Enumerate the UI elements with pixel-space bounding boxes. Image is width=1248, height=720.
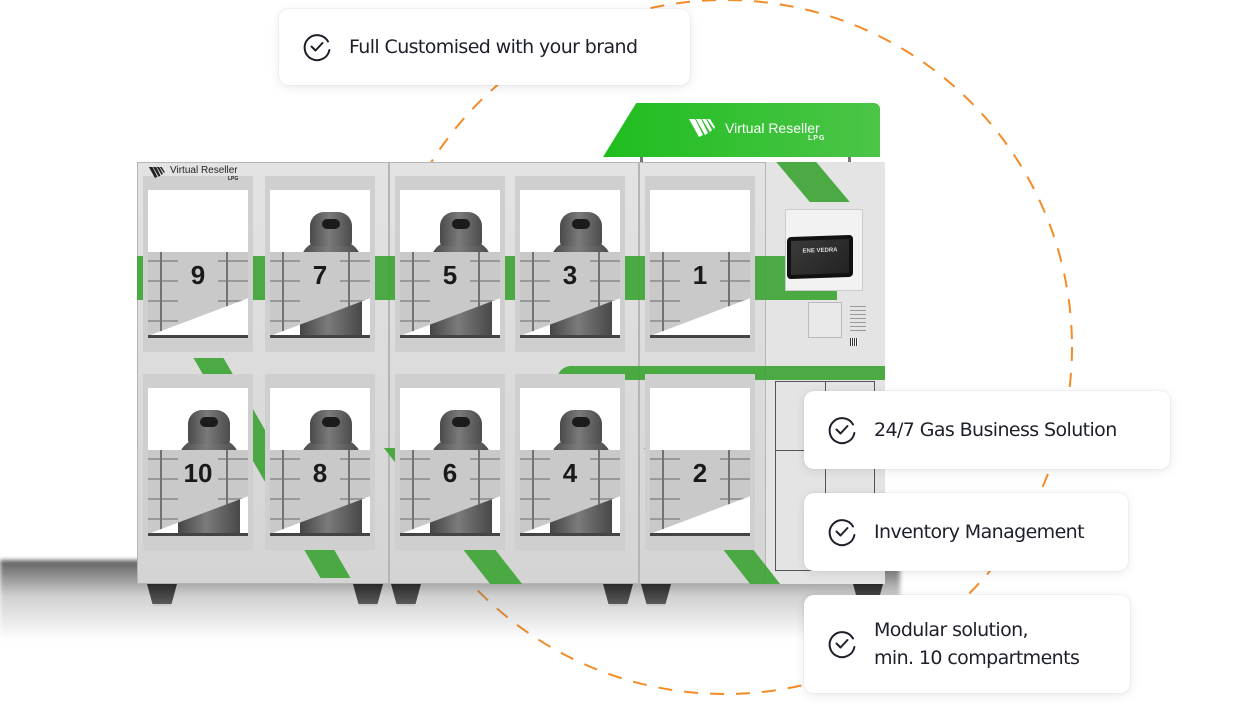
compartment-panel: 1 xyxy=(650,252,750,336)
check-circle-icon xyxy=(303,34,331,62)
qr-code xyxy=(850,338,858,346)
compartment[interactable]: 8 xyxy=(265,374,375,550)
compartment[interactable]: 5 xyxy=(395,176,505,352)
feature-card-modular: Modular solution, min. 10 compartments xyxy=(804,595,1130,693)
check-circle-icon xyxy=(828,631,856,659)
feature-label: Full Customised with your brand xyxy=(349,36,638,58)
compartment-number: 6 xyxy=(442,458,458,488)
feature-label-line1: Modular solution, xyxy=(874,619,1029,641)
brand-logo-icon xyxy=(689,119,715,137)
module-logo: Virtual Reseller LPG xyxy=(148,165,238,183)
brand-stripe xyxy=(557,366,885,380)
compartment-number: 10 xyxy=(183,458,213,488)
payment-slot[interactable] xyxy=(808,302,842,338)
feature-label: Modular solution, min. 10 compartments xyxy=(874,616,1080,672)
compartment-number: 7 xyxy=(312,260,328,290)
compartment-number: 2 xyxy=(692,458,708,488)
machine-feet xyxy=(137,584,885,608)
feature-card-24-7: 24/7 Gas Business Solution xyxy=(804,391,1170,469)
check-circle-icon xyxy=(828,417,856,445)
instruction-labels xyxy=(850,306,866,334)
sign-post xyxy=(848,154,851,162)
compartment[interactable]: 9 xyxy=(143,176,253,352)
brand-name: Virtual Reseller xyxy=(725,120,820,136)
compartment-number: 5 xyxy=(442,260,458,290)
feature-label-line2: min. 10 compartments xyxy=(874,647,1080,669)
feature-label: Inventory Management xyxy=(874,521,1085,543)
compartment-number: 4 xyxy=(562,458,578,488)
compartment[interactable]: 10 xyxy=(143,374,253,550)
compartment-panel: 2 xyxy=(650,450,750,534)
feature-card-branding: Full Customised with your brand xyxy=(279,9,690,85)
compartment-number: 9 xyxy=(190,260,206,290)
compartment[interactable]: 6 xyxy=(395,374,505,550)
feature-label: 24/7 Gas Business Solution xyxy=(874,419,1117,441)
compartment[interactable]: 2 xyxy=(645,374,755,550)
check-circle-icon xyxy=(828,519,856,547)
compartment[interactable]: 1 xyxy=(645,176,755,352)
compartment-panel: 9 xyxy=(148,252,248,336)
compartment[interactable]: 3 xyxy=(515,176,625,352)
gas-cylinder-locker: 9 7 5 3 1 10 8 xyxy=(137,158,885,608)
module-logo-subname: LPG xyxy=(228,176,239,182)
brand-sign: Virtual Reseller LPG xyxy=(603,103,880,157)
module-logo-name: Virtual Reseller xyxy=(170,165,238,176)
feature-card-inventory: Inventory Management xyxy=(804,493,1128,571)
compartment[interactable]: 7 xyxy=(265,176,375,352)
screen-content: ENE VEDRA xyxy=(791,238,849,276)
brand-logo-icon xyxy=(148,167,165,178)
compartment-number: 3 xyxy=(562,260,578,290)
touch-screen[interactable]: ENE VEDRA xyxy=(787,234,853,280)
compartment[interactable]: 4 xyxy=(515,374,625,550)
sign-post xyxy=(640,154,643,162)
compartment-number: 1 xyxy=(692,260,708,290)
brand-subname: LPG xyxy=(808,135,826,142)
compartment-number: 8 xyxy=(312,458,328,488)
